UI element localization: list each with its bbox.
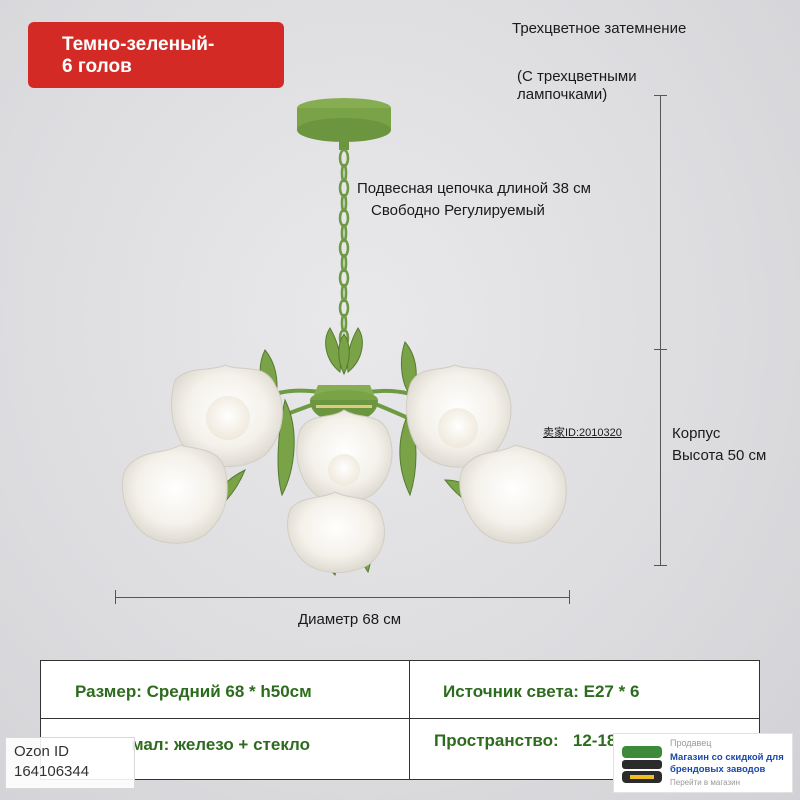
chain-label-2: Свободно Регулируемый: [371, 202, 545, 219]
color-badge: Темно-зеленый- 6 голов: [28, 22, 284, 88]
seller-label: Продавец: [670, 738, 712, 748]
ceiling-canopy: [297, 98, 391, 150]
chain-label-1: Подвесная цепочка длиной 38 см: [357, 180, 591, 197]
height-dimension-line: [660, 95, 661, 565]
spec-light-source: Источник света: E27 * 6: [443, 682, 640, 701]
badge-line-1: Темно-зеленый-: [62, 34, 215, 55]
badge-line-2: 6 голов: [62, 56, 132, 77]
ozon-id-badge: Ozon ID 164106344: [5, 737, 135, 789]
height-dimension-cap-bottom: [654, 565, 667, 566]
bulbs-label-2: лампочками): [517, 86, 608, 103]
spec-material: мал: железо + стекло: [131, 735, 310, 754]
glass-shade-left: [121, 444, 228, 544]
glass-shade-right: [459, 444, 567, 544]
seller-name-link[interactable]: Магазин со скидкой для брендовых заводов: [670, 752, 784, 775]
ozon-id-value: 164106344: [14, 763, 90, 780]
spec-space: Пространство: 12-18: [434, 731, 617, 750]
ozon-id-label: Ozon ID: [14, 743, 70, 760]
spec-size: Размер: Средний 68 * h50см: [75, 682, 312, 701]
seller-code-label: 卖家ID:2010320: [543, 427, 622, 439]
hanging-chain: [338, 148, 350, 348]
diameter-dimension-cap-left: [115, 590, 116, 604]
tricolor-label: Трехцветное затемнение: [512, 20, 687, 37]
glass-shade-bottom: [287, 491, 385, 573]
top-leaves: [325, 327, 363, 376]
spec-table-divider-horizontal: [41, 718, 759, 719]
diameter-label: Диаметр 68 см: [298, 611, 402, 628]
seller-store-link[interactable]: Перейти в магазин: [670, 778, 740, 787]
spec-table-divider-vertical: [409, 661, 410, 779]
height-dimension-cap-mid: [654, 349, 667, 350]
glass-shade-back-right: [406, 364, 512, 468]
seller-card[interactable]: Продавец Магазин со скидкой для брендовы…: [613, 733, 793, 793]
bulbs-label-1: (С трехцветными: [517, 68, 637, 85]
diameter-dimension-line: [115, 597, 570, 598]
seller-logo-icon: [622, 746, 662, 783]
height-dimension-cap-top: [654, 95, 667, 96]
body-label-2: Высота 50 см: [672, 447, 767, 464]
body-label-1: Корпус: [672, 425, 721, 442]
glass-shade-center: [296, 409, 393, 503]
chandelier-image: [121, 98, 567, 576]
diameter-dimension-cap-right: [569, 590, 570, 604]
